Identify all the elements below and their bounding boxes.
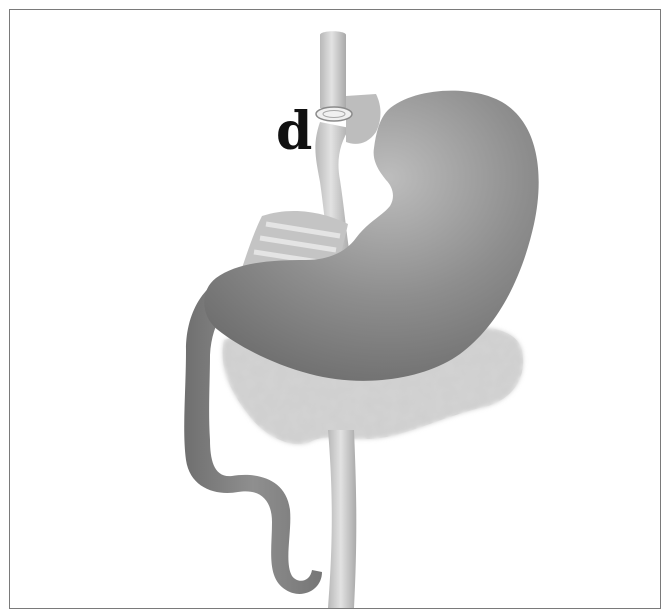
gastric-pouch [346, 94, 381, 144]
small-bowel-loop [328, 430, 356, 608]
figure-frame: d [9, 9, 661, 609]
adjustable-band-ring [316, 107, 352, 121]
panel-label: d [276, 106, 312, 158]
gastric-anatomy-illustration [10, 10, 660, 608]
